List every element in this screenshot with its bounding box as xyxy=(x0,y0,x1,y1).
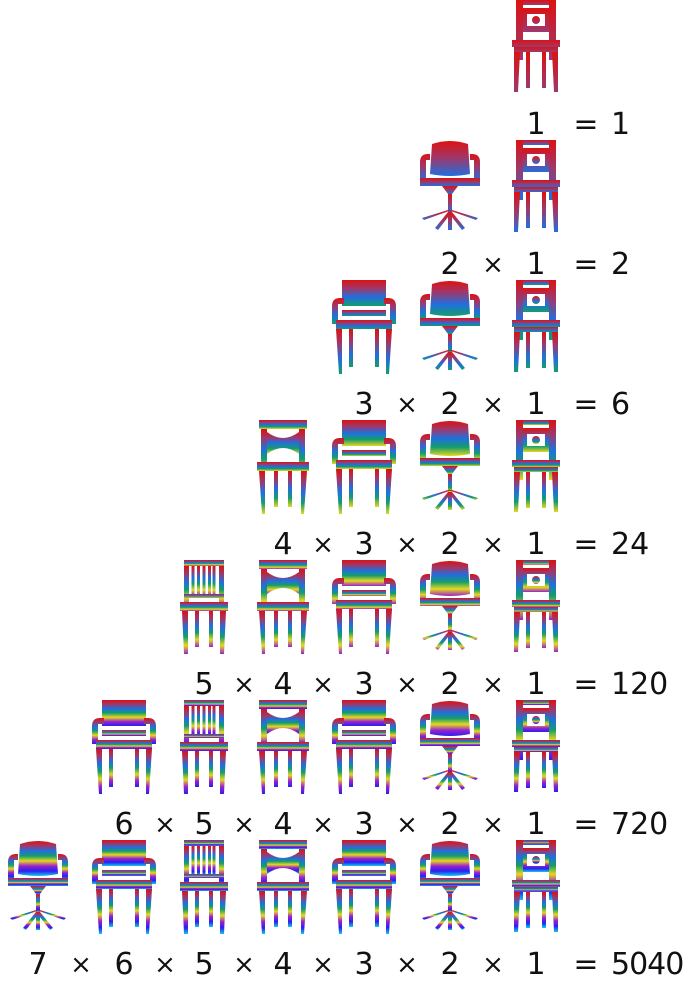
equals-sign: = xyxy=(573,107,599,142)
times-sign: × xyxy=(70,950,92,980)
office-chair-icon xyxy=(420,561,480,650)
armchair-icon xyxy=(332,420,396,514)
armchair-icon xyxy=(332,280,396,374)
wood-chair-icon xyxy=(512,280,560,372)
equals-sign: = xyxy=(573,527,599,562)
wood-chair-icon xyxy=(512,0,560,92)
times-sign: × xyxy=(154,950,176,980)
times-sign: × xyxy=(396,530,418,560)
office-chair-icon xyxy=(420,841,480,930)
wood-chair-icon xyxy=(512,700,560,792)
factor-number: 1 xyxy=(526,667,546,702)
wood-chair-icon xyxy=(512,140,560,232)
factor-number: 3 xyxy=(354,947,374,982)
factorial-result: 6 xyxy=(611,387,631,422)
factorial-result: 2 xyxy=(611,247,631,282)
xback-chair-icon xyxy=(257,560,309,654)
office-chair-icon xyxy=(420,701,480,790)
times-sign: × xyxy=(312,810,334,840)
factor-number: 2 xyxy=(440,247,460,282)
factor-number: 5 xyxy=(194,947,214,982)
times-sign: × xyxy=(233,810,255,840)
office-chair-icon xyxy=(420,421,480,510)
armchair-icon xyxy=(332,840,396,934)
factor-number: 2 xyxy=(440,667,460,702)
factor-number: 5 xyxy=(194,667,214,702)
factor-number: 4 xyxy=(273,527,293,562)
factor-number: 6 xyxy=(114,807,134,842)
factorial-result: 5040 xyxy=(611,947,684,982)
times-sign: × xyxy=(396,810,418,840)
armchair-icon xyxy=(92,700,156,794)
times-sign: × xyxy=(482,670,504,700)
factor-number: 2 xyxy=(440,807,460,842)
xback-chair-icon xyxy=(257,420,309,514)
factor-number: 1 xyxy=(526,247,546,282)
xback-chair-icon xyxy=(257,700,309,794)
factor-number: 1 xyxy=(526,107,546,142)
factorial-result: 720 xyxy=(611,807,669,842)
times-sign: × xyxy=(154,810,176,840)
factorial-result: 1 xyxy=(611,107,631,142)
times-sign: × xyxy=(312,530,334,560)
factor-number: 2 xyxy=(440,387,460,422)
factor-number: 3 xyxy=(354,807,374,842)
spindle-chair-icon xyxy=(180,560,228,654)
office-chair-icon xyxy=(8,841,68,930)
factor-number: 2 xyxy=(440,527,460,562)
wood-chair-icon xyxy=(512,840,560,932)
factor-number: 4 xyxy=(273,947,293,982)
armchair-icon xyxy=(92,840,156,934)
factor-number: 4 xyxy=(273,667,293,702)
factor-number: 2 xyxy=(440,947,460,982)
times-sign: × xyxy=(233,950,255,980)
factor-number: 3 xyxy=(354,527,374,562)
equals-sign: = xyxy=(573,387,599,422)
office-chair-icon xyxy=(420,281,480,370)
factor-number: 4 xyxy=(273,807,293,842)
factorial-result: 24 xyxy=(611,527,650,562)
factor-number: 1 xyxy=(526,387,546,422)
wood-chair-icon xyxy=(512,560,560,652)
times-sign: × xyxy=(312,670,334,700)
times-sign: × xyxy=(396,950,418,980)
times-sign: × xyxy=(482,950,504,980)
equals-sign: = xyxy=(573,667,599,702)
times-sign: × xyxy=(233,670,255,700)
factorial-result: 120 xyxy=(611,667,669,702)
factor-number: 7 xyxy=(28,947,48,982)
factor-number: 1 xyxy=(526,807,546,842)
equals-sign: = xyxy=(573,247,599,282)
times-sign: × xyxy=(482,810,504,840)
times-sign: × xyxy=(312,950,334,980)
spindle-chair-icon xyxy=(180,840,228,934)
factor-number: 1 xyxy=(526,947,546,982)
times-sign: × xyxy=(482,530,504,560)
equals-sign: = xyxy=(573,807,599,842)
factor-number: 5 xyxy=(194,807,214,842)
armchair-icon xyxy=(332,700,396,794)
xback-chair-icon xyxy=(257,840,309,934)
times-sign: × xyxy=(482,390,504,420)
times-sign: × xyxy=(396,390,418,420)
spindle-chair-icon xyxy=(180,700,228,794)
times-sign: × xyxy=(482,250,504,280)
chairs-layer xyxy=(8,0,560,934)
armchair-icon xyxy=(332,560,396,654)
factor-number: 1 xyxy=(526,527,546,562)
office-chair-icon xyxy=(420,141,480,230)
times-sign: × xyxy=(396,670,418,700)
factor-number: 3 xyxy=(354,387,374,422)
factor-number: 6 xyxy=(114,947,134,982)
wood-chair-icon xyxy=(512,420,560,512)
factor-number: 3 xyxy=(354,667,374,702)
equals-sign: = xyxy=(573,947,599,982)
